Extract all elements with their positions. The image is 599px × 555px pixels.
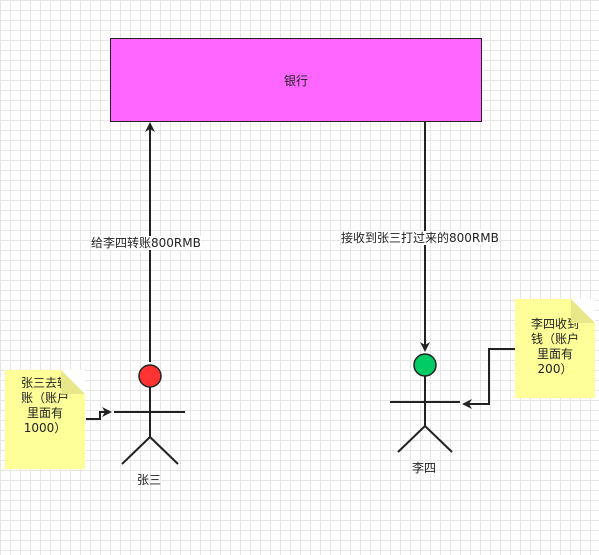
lisi-head bbox=[413, 353, 437, 377]
zhangsan-head bbox=[138, 364, 162, 388]
note-line: 1000） bbox=[23, 421, 67, 435]
lisi-note: 李四收到 钱（账户 里面有 200） bbox=[515, 299, 595, 398]
bank-label: 银行 bbox=[283, 73, 308, 88]
note-line: 钱（账户 bbox=[530, 332, 579, 346]
zhangsan-note: 张三去转 账（账户 里面有 1000） bbox=[5, 370, 85, 469]
note-line: 200） bbox=[537, 362, 573, 376]
lisi-actor bbox=[390, 353, 460, 453]
note-line: 张三去转 bbox=[20, 376, 69, 390]
note-line: 里面有 bbox=[26, 406, 63, 420]
receive-label: 接收到张三打过来的800RMB bbox=[341, 231, 499, 245]
transfer-label: 给李四转账800RMB bbox=[91, 236, 201, 250]
zhangsan-note-connector bbox=[86, 407, 112, 420]
note-fold-corner bbox=[571, 299, 595, 323]
note-line: 李四收到 bbox=[530, 317, 579, 331]
zhangsan-actor bbox=[114, 364, 185, 465]
note-line: 里面有 bbox=[536, 347, 573, 361]
zhangsan-label: 张三 bbox=[137, 473, 162, 487]
note-line: 账（账户 bbox=[20, 391, 69, 405]
lisi-label: 李四 bbox=[412, 461, 437, 475]
lisi-note-connector bbox=[462, 348, 515, 409]
bank-box: 银行 bbox=[110, 38, 482, 122]
note-fold-corner bbox=[61, 370, 85, 394]
